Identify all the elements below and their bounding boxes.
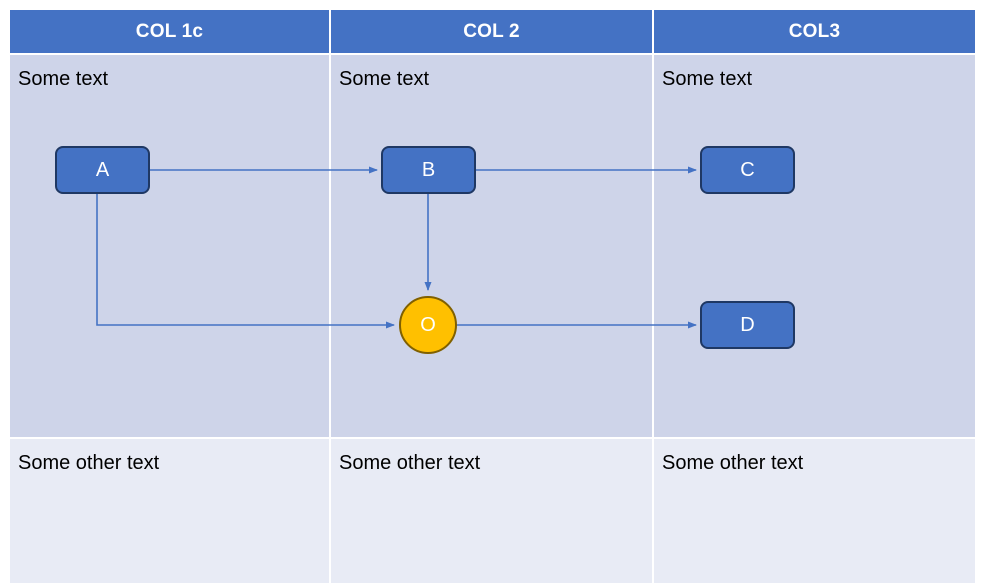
node-o-label: O: [420, 313, 436, 336]
node-a-label: A: [95, 158, 110, 181]
table-row-bottom: Some other text Some other text Some oth…: [10, 439, 975, 583]
column-header-2[interactable]: COL 2: [331, 10, 652, 53]
node-c-label: C: [740, 158, 755, 181]
column-header-3[interactable]: COL3: [654, 10, 975, 53]
cell-col3-top[interactable]: Some text: [654, 55, 975, 437]
cell-col3-bottom-text: Some other text: [662, 452, 804, 474]
node-o[interactable]: O: [399, 296, 457, 354]
cell-col2-top[interactable]: Some text: [331, 55, 652, 437]
node-b-label: B: [421, 158, 436, 181]
cell-col1-top-text: Some text: [18, 68, 109, 90]
node-d[interactable]: D: [700, 301, 795, 349]
cell-col3-top-text: Some text: [662, 68, 753, 90]
cell-col1-top[interactable]: Some text: [10, 55, 329, 437]
node-c[interactable]: C: [700, 146, 795, 194]
cell-col2-top-text: Some text: [339, 68, 430, 90]
column-header-1[interactable]: COL 1c: [10, 10, 329, 53]
node-b[interactable]: B: [381, 146, 476, 194]
edge-a-to-o: [96, 194, 395, 329]
table-header-row: COL 1c COL 2 COL3: [10, 10, 975, 53]
node-a[interactable]: A: [55, 146, 150, 194]
cell-col3-bottom[interactable]: Some other text: [654, 439, 975, 583]
table: COL 1c COL 2 COL3 Some text Some text So…: [10, 10, 975, 583]
cell-col1-bottom-text: Some other text: [18, 452, 160, 474]
table-row-diagram: Some text Some text Some text: [10, 55, 975, 437]
cell-col1-bottom[interactable]: Some other text: [10, 439, 329, 583]
cell-col2-bottom[interactable]: Some other text: [331, 439, 652, 583]
cell-col2-bottom-text: Some other text: [339, 452, 481, 474]
node-d-label: D: [740, 313, 755, 336]
